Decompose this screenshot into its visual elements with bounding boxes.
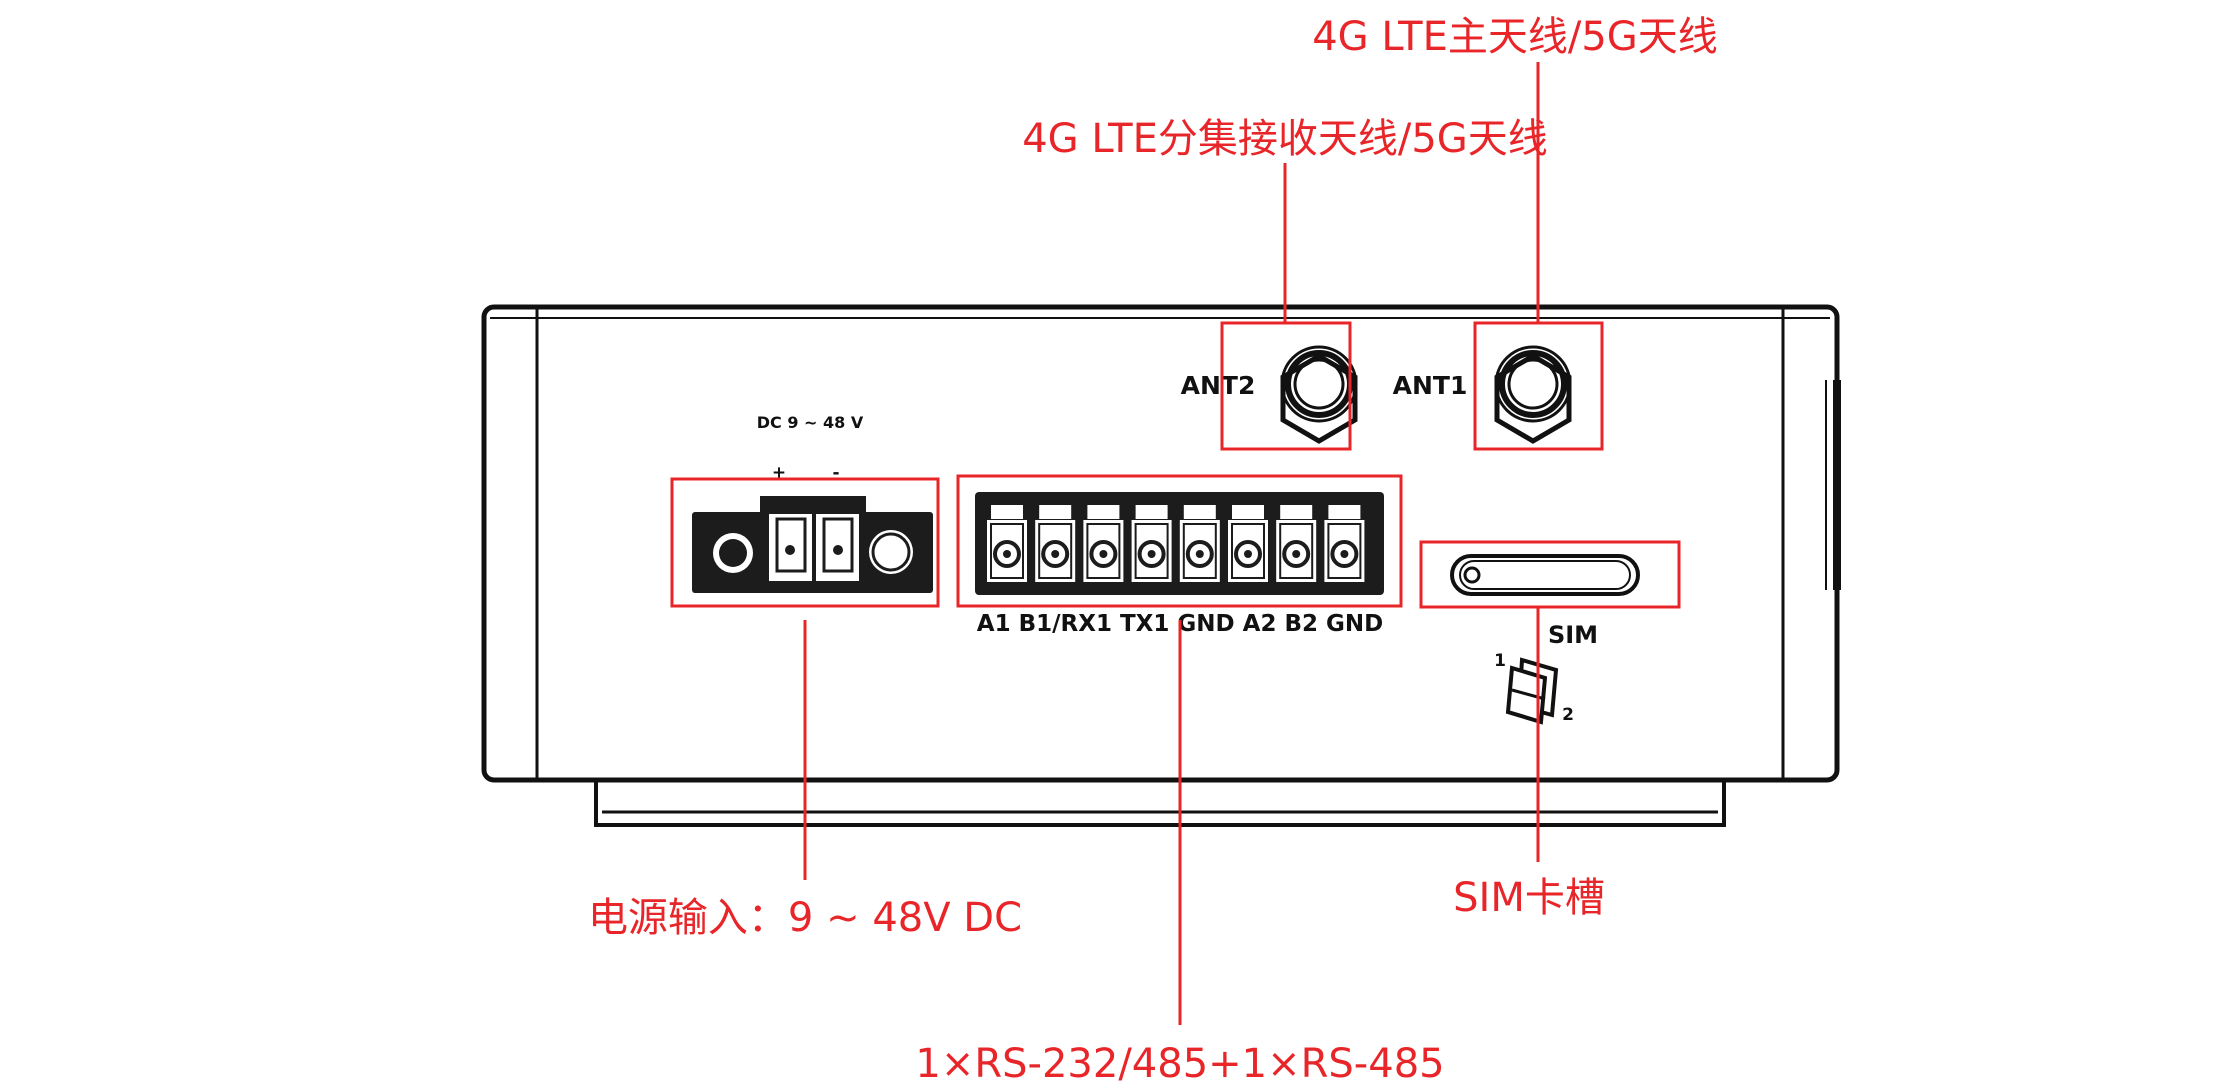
antenna-connector-icon: [1494, 345, 1572, 444]
terminal-block: A1 B1/RX1 TX1 GND A2 B2 GND: [975, 492, 1384, 637]
ant2-callout: 4G LTE分集接收天线/5G天线: [1022, 116, 1548, 162]
dc-rating-label: DC 9 ~ 48 V: [757, 413, 864, 432]
power-callout: 电源输入：9 ~ 48V DC: [588, 895, 1022, 941]
power-highlight-box: [670, 477, 940, 608]
sim-callout: SIM卡槽: [1453, 875, 1605, 921]
ant1-connector: ANT1: [1393, 345, 1572, 444]
ant2-connector: ANT2: [1181, 345, 1358, 444]
terminal-pin: [1228, 505, 1268, 582]
terminal-pin: [1083, 505, 1124, 582]
terminal-pin: [1179, 505, 1220, 582]
sim-highlight-box: [1419, 540, 1681, 609]
dc-minus-label: -: [832, 463, 839, 483]
sim-card-icon: 1 2: [1494, 651, 1574, 725]
terminal-pin: [1324, 505, 1365, 582]
ant1-label: ANT1: [1393, 371, 1468, 400]
power-terminal: DC 9 ~ 48 V + -: [692, 413, 933, 593]
sim-slot: SIM 1 2: [1450, 554, 1640, 725]
sim-label: SIM: [1548, 621, 1598, 649]
terminal-block-icon: [975, 492, 1384, 595]
ant1-callout: 4G LTE主天线/5G天线: [1312, 14, 1718, 60]
sim-slot-icon: [1450, 554, 1640, 596]
terminal-pin: [1035, 505, 1076, 582]
device-housing: [481, 304, 1841, 827]
antenna-connector-icon: [1280, 345, 1358, 444]
ant1-highlight-box: [1473, 321, 1604, 451]
terminal-pin: [1276, 505, 1317, 582]
sim-slot-2-label: 2: [1562, 705, 1574, 725]
terminal-pin: [987, 505, 1027, 582]
serial-callout: 1×RS-232/485+1×RS-485: [915, 1041, 1444, 1087]
serial-highlight-box: [956, 474, 1403, 608]
power-terminal-icon: [692, 496, 933, 593]
sim-slot-1-label: 1: [1494, 651, 1506, 671]
terminal-pin: [1131, 505, 1172, 582]
ant2-label: ANT2: [1181, 371, 1256, 400]
